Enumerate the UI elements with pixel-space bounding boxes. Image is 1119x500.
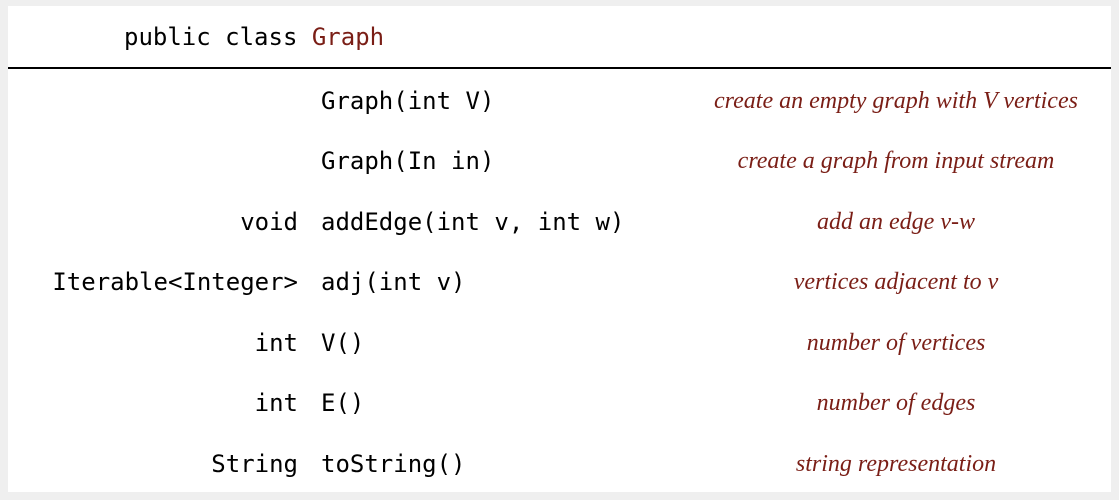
method-description: create an empty graph with V vertices bbox=[714, 88, 1078, 114]
method-signature: adj(int v) bbox=[321, 268, 466, 296]
method-signature: V() bbox=[321, 329, 365, 357]
class-declaration-prefix: public class bbox=[124, 23, 312, 51]
method-signature: Graph(In in) bbox=[321, 147, 495, 175]
method-description: string representation bbox=[795, 451, 997, 477]
api-row-vertex-count: int V() number of vertices bbox=[8, 323, 1111, 363]
api-row-constructor-input: Graph(In in) create a graph from input s… bbox=[8, 141, 1111, 181]
method-description: vertices adjacent to v bbox=[793, 269, 999, 295]
method-signature: E() bbox=[321, 389, 365, 417]
api-row-to-string: String toString() string representation bbox=[8, 444, 1111, 484]
api-row-add-edge: void addEdge(int v, int w) add an edge v… bbox=[8, 202, 1111, 242]
class-name: Graph bbox=[311, 23, 385, 51]
header-divider bbox=[8, 67, 1111, 69]
method-signature: Graph(int V) bbox=[321, 87, 495, 115]
method-description: number of edges bbox=[816, 390, 976, 416]
method-description: add an edge v-w bbox=[817, 209, 975, 235]
api-row-constructor-vertices: Graph(int V) create an empty graph with … bbox=[8, 81, 1111, 121]
api-table: public class Graph Graph(int V) create a… bbox=[8, 6, 1111, 492]
method-description: number of vertices bbox=[806, 330, 986, 356]
return-type: void bbox=[240, 208, 298, 236]
return-type: int bbox=[254, 389, 298, 417]
return-type: Iterable<Integer> bbox=[52, 268, 298, 296]
return-type: String bbox=[211, 450, 298, 478]
method-signature: toString() bbox=[321, 450, 466, 478]
method-description: create a graph from input stream bbox=[737, 148, 1055, 174]
method-signature: addEdge(int v, int w) bbox=[321, 208, 625, 236]
api-header: public class Graph bbox=[8, 6, 1111, 68]
class-declaration: public class Graph bbox=[124, 23, 384, 51]
api-row-edge-count: int E() number of edges bbox=[8, 383, 1111, 423]
return-type: int bbox=[254, 329, 298, 357]
api-row-adj: Iterable<Integer> adj(int v) vertices ad… bbox=[8, 262, 1111, 302]
